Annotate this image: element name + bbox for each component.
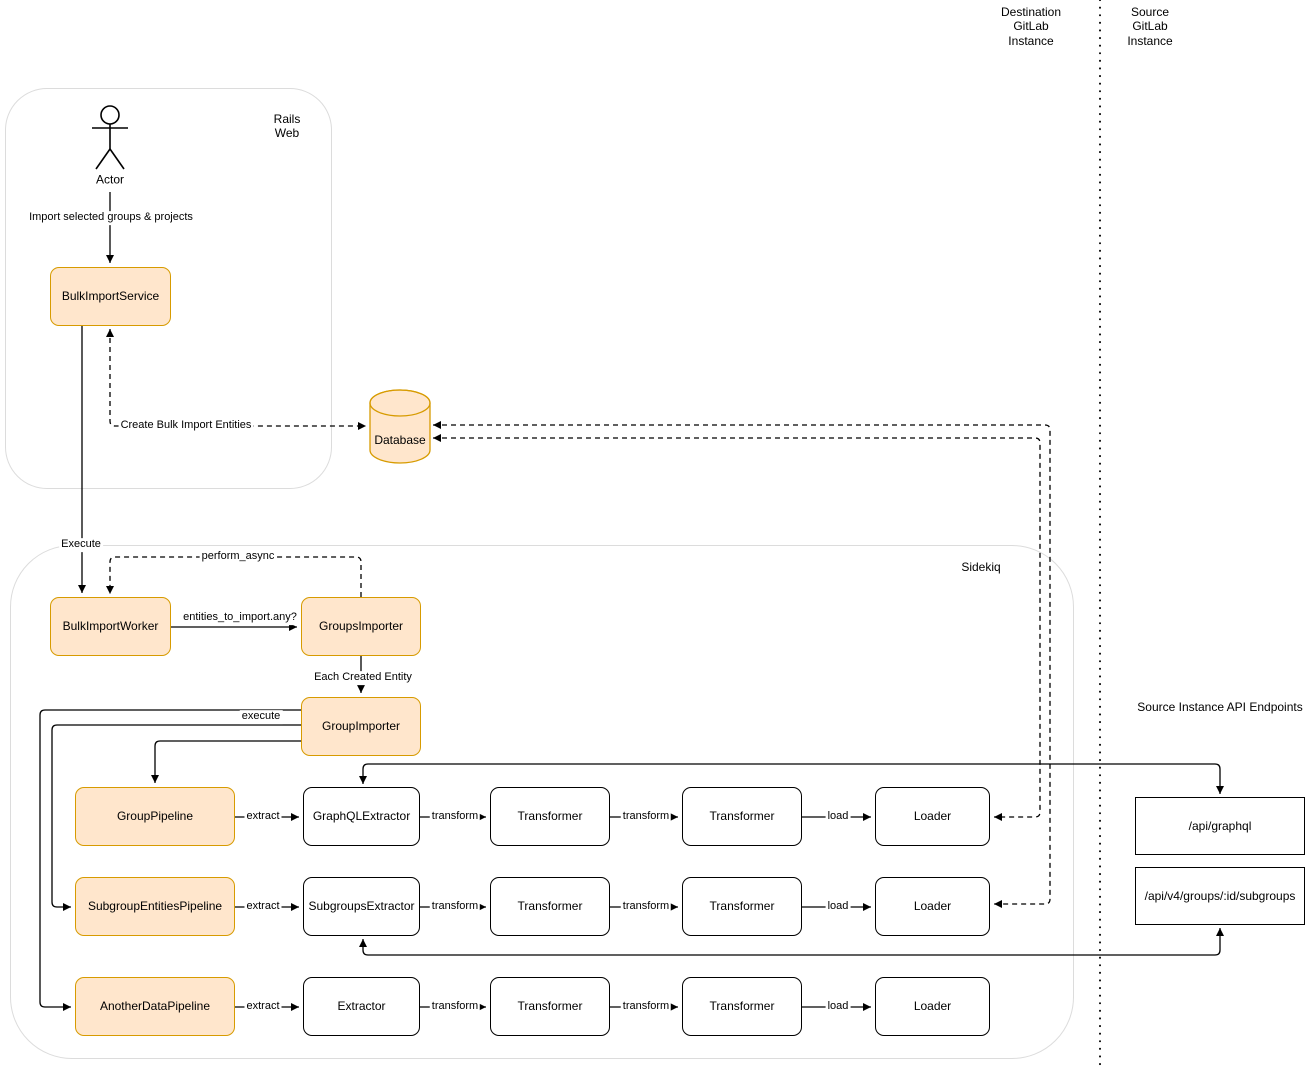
actor-label: Actor xyxy=(95,172,125,187)
node-api-graphql: /api/graphql xyxy=(1135,797,1305,855)
edge-label-load-row2: load xyxy=(825,900,851,914)
node-subgroups-extractor: SubgroupsExtractor xyxy=(303,877,420,936)
rails-web-container-label: Rails Web xyxy=(273,112,301,141)
edge-label-transform2-row2: transform xyxy=(620,900,672,914)
destination-instance-label: Destination GitLab Instance xyxy=(1000,5,1062,48)
node-graphql-extractor: GraphQLExtractor xyxy=(303,787,420,846)
database-icon xyxy=(369,389,431,464)
node-bulk-import-service: BulkImportService xyxy=(50,267,171,326)
node-transformer-row1-a: Transformer xyxy=(490,787,610,846)
edge-label-extract-row1: extract xyxy=(244,810,282,824)
edge-create-bulk-import-entities xyxy=(106,329,366,430)
edge-label-extract-row3: extract xyxy=(244,1000,282,1014)
edge-label-transform1-row2: transform xyxy=(429,900,481,914)
node-group-pipeline: GroupPipeline xyxy=(75,787,235,846)
node-another-data-pipeline: AnotherDataPipeline xyxy=(75,977,235,1036)
edge-execute-group-pipeline xyxy=(151,740,301,783)
edge-label-transform1-row3: transform xyxy=(429,1000,481,1014)
actor-icon xyxy=(92,105,128,170)
edge-label-entities-any: entities_to_import.any? xyxy=(181,611,299,625)
edge-label-import-selected: Import selected groups & projects xyxy=(27,211,195,225)
edge-label-extract-row2: extract xyxy=(244,900,282,914)
edge-database-loader-row2 xyxy=(433,421,1051,908)
node-bulk-import-worker: BulkImportWorker xyxy=(50,597,171,656)
node-transformer-row3-b: Transformer xyxy=(682,977,802,1036)
edge-label-load-row1: load xyxy=(825,810,851,824)
edge-subgroups-extractor-to-api-subgroups xyxy=(359,928,1224,956)
edge-label-execute-loop: execute xyxy=(239,710,283,724)
node-groups-importer: GroupsImporter xyxy=(301,597,421,656)
edge-label-execute: Execute xyxy=(59,538,103,552)
edge-label-transform2-row1: transform xyxy=(620,810,672,824)
database-label: Database xyxy=(374,433,426,447)
edge-label-perform-async: perform_async xyxy=(199,550,277,564)
node-loader-row2: Loader xyxy=(875,877,990,936)
node-group-importer: GroupImporter xyxy=(301,697,421,756)
node-extractor: Extractor xyxy=(303,977,420,1036)
edge-database-loader-row1 xyxy=(433,434,1041,821)
node-transformer-row1-b: Transformer xyxy=(682,787,802,846)
rails-web-container xyxy=(5,88,332,489)
source-instance-label: Source GitLab Instance xyxy=(1127,5,1173,48)
node-transformer-row3-a: Transformer xyxy=(490,977,610,1036)
node-transformer-row2-a: Transformer xyxy=(490,877,610,936)
api-endpoints-title: Source Instance API Endpoints xyxy=(1137,700,1303,714)
node-loader-row3: Loader xyxy=(875,977,990,1036)
edge-label-each-created-entity: Each Created Entity xyxy=(312,671,414,685)
node-subgroup-entities-pipeline: SubgroupEntitiesPipeline xyxy=(75,877,235,936)
edge-execute-subgroup-entities-pipeline xyxy=(51,724,301,911)
edge-label-transform1-row1: transform xyxy=(429,810,481,824)
node-loader-row1: Loader xyxy=(875,787,990,846)
node-transformer-row2-b: Transformer xyxy=(682,877,802,936)
edge-label-create-entities: Create Bulk Import Entities xyxy=(118,419,254,433)
edge-label-transform2-row3: transform xyxy=(620,1000,672,1014)
edge-execute-another-data-pipeline xyxy=(39,709,301,1011)
edge-label-load-row3: load xyxy=(825,1000,851,1014)
node-api-subgroups: /api/v4/groups/:id/subgroups xyxy=(1135,867,1305,925)
